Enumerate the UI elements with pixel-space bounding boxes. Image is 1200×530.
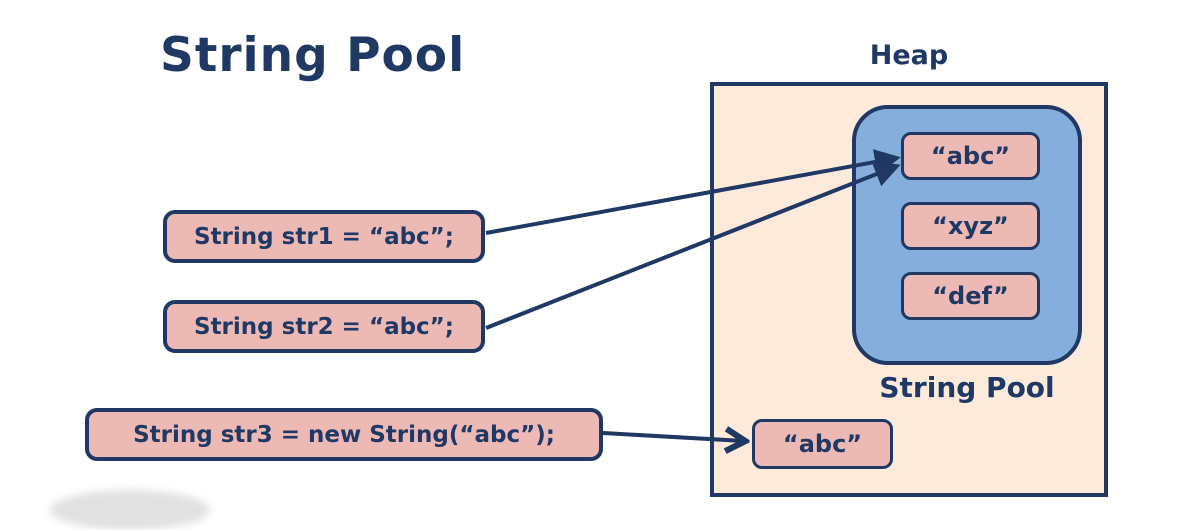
pool-literal-xyz: “xyz” xyxy=(901,202,1040,250)
heap-object-abc: “abc” xyxy=(752,419,893,469)
code-box-str2: String str2 = “abc”; xyxy=(163,300,485,353)
pool-literal-def-label: “def” xyxy=(932,282,1009,310)
pool-literal-def: “def” xyxy=(901,272,1040,320)
page-title: String Pool xyxy=(160,28,466,83)
heap-label: Heap xyxy=(869,40,949,71)
code-str3-text: String str3 = new String(“abc”); xyxy=(133,421,555,448)
code-box-str3: String str3 = new String(“abc”); xyxy=(85,408,603,461)
code-str2-text: String str2 = “abc”; xyxy=(194,313,454,340)
code-str1-text: String str1 = “abc”; xyxy=(194,223,454,250)
string-pool-label: String Pool xyxy=(879,371,1055,404)
heap-object-abc-label: “abc” xyxy=(782,430,863,458)
pool-literal-abc-label: “abc” xyxy=(930,142,1011,170)
pool-literal-xyz-label: “xyz” xyxy=(932,212,1009,240)
code-box-str1: String str1 = “abc”; xyxy=(163,210,485,263)
pool-literal-abc: “abc” xyxy=(901,132,1040,180)
page-curl-shadow xyxy=(50,490,210,530)
